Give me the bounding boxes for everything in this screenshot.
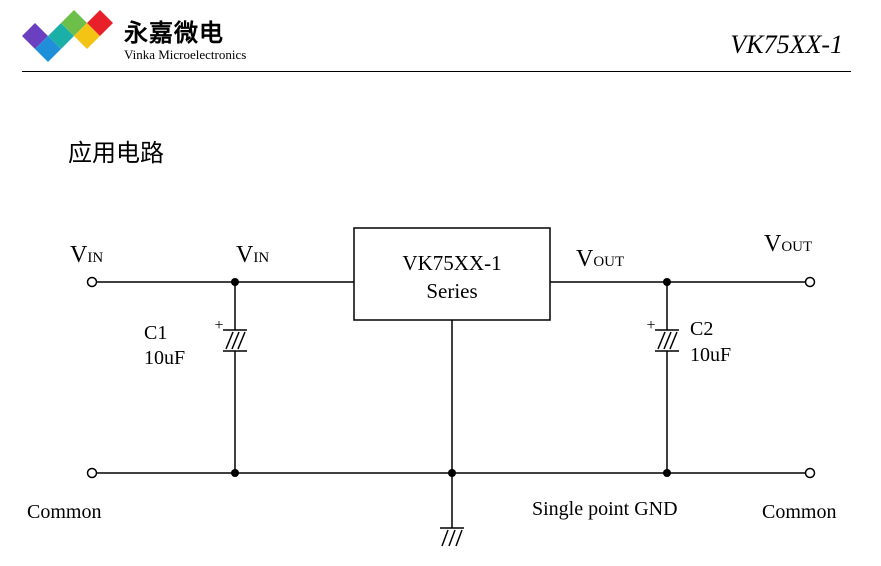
junction-c2-top <box>663 278 671 286</box>
vin-left-label: VIN <box>70 242 103 268</box>
company-name-en: Vinka Microelectronics <box>124 47 247 62</box>
junction-c1-top <box>231 278 239 286</box>
junction-dots <box>231 278 671 477</box>
vout-right-label: VOUT <box>764 231 812 257</box>
junction-c1-bottom <box>231 469 239 477</box>
vin-mid-label: VIN <box>236 242 269 268</box>
ic-series-label: Series <box>426 279 477 303</box>
common-right-label: Common <box>762 501 836 523</box>
single-point-gnd-label: Single point GND <box>532 498 678 520</box>
terminals <box>86 276 816 479</box>
company-name-cn: 永嘉微电 <box>124 19 224 47</box>
logo-diamond-red <box>87 10 113 36</box>
regulator-ic-box <box>353 227 551 321</box>
junction-c2-bottom <box>663 469 671 477</box>
common-left-terminal <box>86 467 98 479</box>
vout-mid-label: VOUT <box>576 246 624 272</box>
common-left-label: Common <box>27 501 101 523</box>
header-divider <box>22 71 851 72</box>
c1-name-label: C1 <box>144 322 167 344</box>
capacitor-c1-symbol <box>223 329 247 352</box>
c2-value-label: 10uF <box>690 344 731 366</box>
document-model-title: VK75XX-1 <box>730 30 843 59</box>
section-title: 应用电路 <box>68 139 164 167</box>
c2-polarity-mark: + <box>646 317 655 334</box>
c1-polarity-mark: + <box>214 317 223 334</box>
c2-name-label: C2 <box>690 318 713 340</box>
c1-value-label: 10uF <box>144 347 185 369</box>
logo-diamond-blue <box>35 36 61 62</box>
ic-model-label: VK75XX-1 <box>402 251 501 275</box>
ground-symbol <box>440 527 464 547</box>
vin-terminal <box>86 276 98 288</box>
page-header: 永嘉微电 Vinka Microelectronics VK75XX-1 <box>0 0 881 75</box>
capacitor-c2-symbol <box>655 329 679 352</box>
company-logo <box>22 10 113 62</box>
junction-ground <box>448 469 456 477</box>
vout-terminal <box>804 276 816 288</box>
common-right-terminal <box>804 467 816 479</box>
